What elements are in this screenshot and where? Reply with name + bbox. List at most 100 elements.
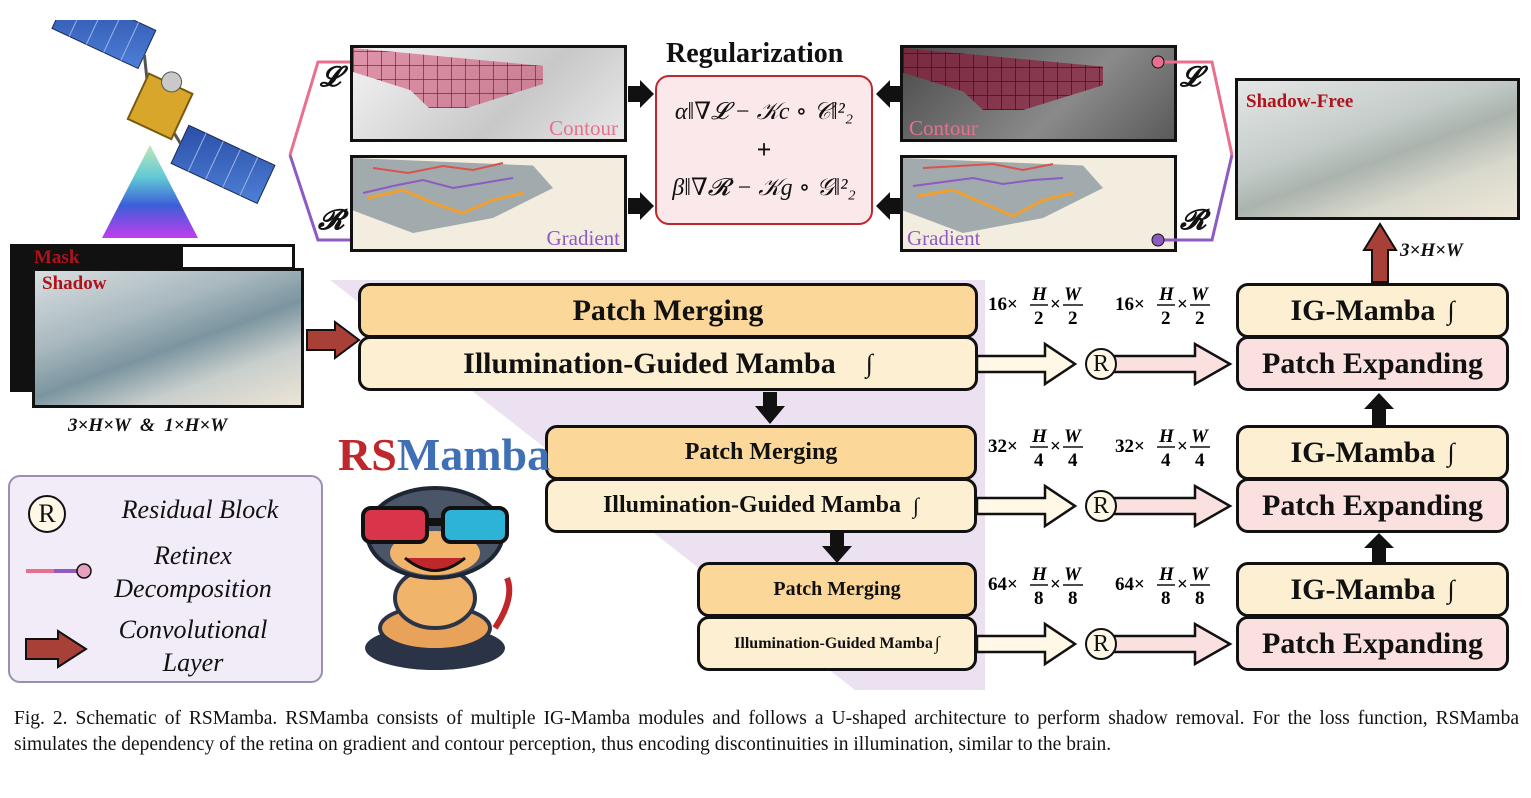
legend-residual-label: Residual Block bbox=[121, 495, 279, 524]
L-label-left: 𝓛 bbox=[320, 62, 341, 93]
svg-text:2: 2 bbox=[1068, 308, 1078, 329]
ig-mamba-decoder-1: IG-Mamba∫ bbox=[1236, 283, 1509, 338]
dimension-label: 32×H4×W4 bbox=[988, 426, 1083, 471]
svg-text:64×: 64× bbox=[988, 574, 1018, 595]
arrow-to-reg-1 bbox=[628, 80, 654, 108]
snake-icon: ∫ bbox=[1447, 295, 1455, 325]
contour-label-left: Contour bbox=[549, 116, 618, 140]
shadow-image bbox=[32, 268, 304, 408]
svg-text:H: H bbox=[1158, 284, 1175, 305]
svg-text:H: H bbox=[1031, 426, 1048, 447]
residual-block-3: R bbox=[1085, 628, 1117, 660]
dimension-label: 64×H8×W8 bbox=[988, 564, 1083, 609]
reg-plus: + bbox=[756, 135, 772, 164]
snake-icon: ∫ bbox=[1447, 437, 1455, 467]
residual-block-1: R bbox=[1085, 348, 1117, 380]
dimension-label: 16×H2×W2 bbox=[988, 284, 1083, 329]
ig-mamba-decoder-3: IG-Mamba∫ bbox=[1236, 562, 1509, 617]
ig-mamba-encoder-1: Illumination-Guided Mamba ∫ bbox=[358, 336, 978, 391]
dimension-label: 64×H8×W8 bbox=[1115, 564, 1210, 609]
up-arrow-dec-2 bbox=[1364, 533, 1394, 563]
legend-panel: R Residual Block Retinex Decomposition C… bbox=[8, 475, 323, 683]
svg-text:4: 4 bbox=[1195, 450, 1205, 471]
legend-conv-label: Convolutional Layer bbox=[118, 615, 268, 677]
ig-mamba-decoder-2: IG-Mamba∫ bbox=[1236, 425, 1509, 480]
svg-text:×: × bbox=[1177, 574, 1188, 595]
R-label-right: 𝓡 bbox=[1180, 205, 1207, 236]
input-dims: 3×H×W & 1×H×W bbox=[68, 415, 228, 436]
arrow-to-reg-3 bbox=[876, 80, 902, 108]
satellite-illustration bbox=[51, 20, 276, 238]
svg-text:64×: 64× bbox=[1115, 574, 1145, 595]
reg-term-1: α‖∇𝓛 − 𝒦c ∘ 𝒞‖²₂ bbox=[674, 99, 854, 125]
ig-mamba-encoder-2: Illumination-Guided Mamba ∫ bbox=[545, 478, 977, 533]
svg-text:×: × bbox=[1050, 436, 1061, 457]
svg-text:2: 2 bbox=[1034, 308, 1044, 329]
snake-icon: ∫ bbox=[1447, 574, 1455, 604]
svg-text:H: H bbox=[1158, 564, 1175, 585]
snake-icon: ∫ bbox=[934, 633, 940, 653]
contour-map-left: Contour bbox=[350, 45, 627, 142]
svg-text:H: H bbox=[1031, 284, 1048, 305]
mask-label: Mask bbox=[34, 247, 80, 268]
dimension-label: 32×H4×W4 bbox=[1115, 426, 1210, 471]
output-dims: 3×H×W bbox=[1400, 240, 1463, 261]
conv-arrow-output bbox=[1362, 222, 1398, 283]
brand-mamba: Mamba bbox=[396, 429, 551, 480]
shadow-free-label: Shadow-Free bbox=[1246, 91, 1354, 112]
svg-text:×: × bbox=[1177, 294, 1188, 315]
patch-expanding-1: Patch Expanding bbox=[1236, 336, 1509, 391]
svg-text:×: × bbox=[1050, 574, 1061, 595]
svg-text:H: H bbox=[1158, 426, 1175, 447]
svg-text:8: 8 bbox=[1068, 588, 1078, 609]
up-arrow-dec-1 bbox=[1364, 393, 1394, 425]
svg-text:H: H bbox=[1031, 564, 1048, 585]
ig-mamba-encoder-3: Illumination-Guided Mamba ∫ bbox=[697, 616, 977, 671]
svg-text:32×: 32× bbox=[1115, 436, 1145, 457]
conv-arrow-input bbox=[306, 320, 361, 360]
gradient-map-left: Gradient bbox=[350, 155, 627, 252]
arrow-to-reg-2 bbox=[628, 192, 654, 220]
patch-merging-1: Patch Merging bbox=[358, 283, 978, 338]
snake-mascot bbox=[361, 486, 513, 670]
contour-map-right: Contour bbox=[900, 45, 1177, 142]
brand-rs: RS bbox=[338, 429, 397, 480]
svg-text:W: W bbox=[1191, 426, 1209, 447]
dimension-label: 16×H2×W2 bbox=[1115, 284, 1210, 329]
svg-text:W: W bbox=[1064, 426, 1082, 447]
svg-text:4: 4 bbox=[1161, 450, 1171, 471]
down-arrow-enc-1 bbox=[755, 392, 785, 424]
snake-icon: ∫ bbox=[865, 348, 873, 378]
svg-text:2: 2 bbox=[1161, 308, 1171, 329]
figure-caption: Fig. 2. Schematic of RSMamba. RSMamba co… bbox=[14, 708, 1519, 755]
legend-retinex-symbol bbox=[26, 563, 92, 579]
residual-block-2: R bbox=[1085, 490, 1117, 522]
L-label-right: 𝓛 bbox=[1180, 62, 1201, 93]
svg-text:4: 4 bbox=[1068, 450, 1078, 471]
svg-text:32×: 32× bbox=[988, 436, 1018, 457]
shadow-label: Shadow bbox=[42, 273, 107, 294]
rsmamba-title: RSMamba bbox=[338, 428, 550, 481]
patch-expanding-2: Patch Expanding bbox=[1236, 478, 1509, 533]
patch-merging-2: Patch Merging bbox=[545, 425, 977, 480]
contour-label-right: Contour bbox=[909, 116, 978, 140]
legend-retinex-label: Retinex Decomposition bbox=[114, 541, 272, 603]
svg-text:8: 8 bbox=[1195, 588, 1205, 609]
R-label-left: 𝓡 bbox=[318, 205, 345, 236]
svg-text:8: 8 bbox=[1034, 588, 1044, 609]
reg-term-2: β‖∇𝓡 − 𝒦g ∘ 𝒢‖²₂ bbox=[672, 175, 856, 201]
patch-merging-3: Patch Merging bbox=[697, 562, 977, 617]
svg-text:16×: 16× bbox=[1115, 294, 1145, 315]
svg-text:W: W bbox=[1191, 284, 1209, 305]
shadow-free-image: Shadow-Free bbox=[1235, 78, 1520, 220]
legend-residual-symbol: R bbox=[28, 495, 66, 533]
arrow-to-reg-4 bbox=[876, 192, 902, 220]
gradient-label-right: Gradient bbox=[907, 226, 981, 250]
svg-text:×: × bbox=[1177, 436, 1188, 457]
retinex-lines-right bbox=[1151, 55, 1234, 247]
regularization-title: Regularization bbox=[666, 38, 844, 69]
svg-text:W: W bbox=[1064, 564, 1082, 585]
down-arrow-enc-2 bbox=[822, 533, 852, 563]
svg-text:2: 2 bbox=[1195, 308, 1205, 329]
svg-text:W: W bbox=[1064, 284, 1082, 305]
